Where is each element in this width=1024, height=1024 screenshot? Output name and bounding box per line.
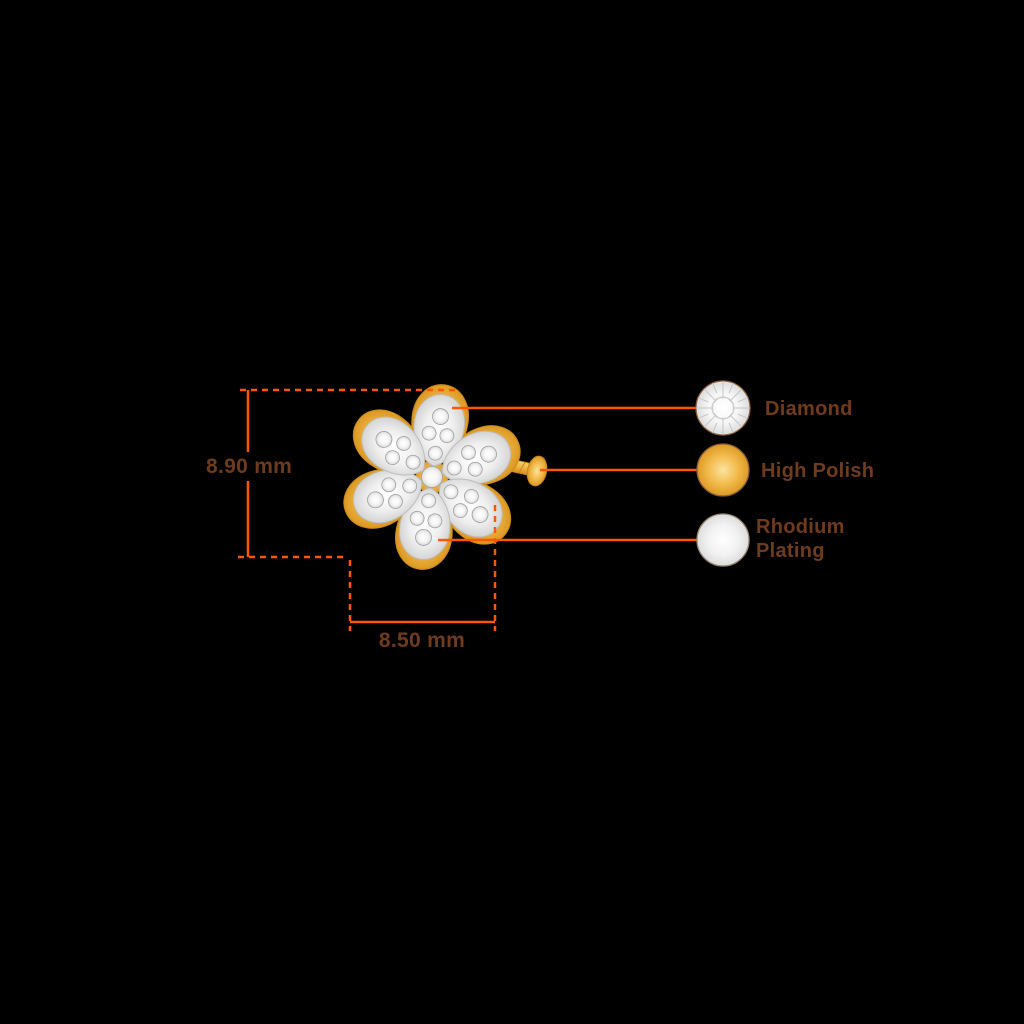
rhodium-plating-swatch-icon [696, 513, 750, 567]
legend-label-high-polish: High Polish [761, 460, 875, 482]
screw-back-disc [526, 455, 548, 487]
diamond-swatch-icon [695, 380, 751, 436]
high-polish-swatch-icon [696, 443, 750, 497]
legend-swatches [695, 380, 751, 567]
pave-diamonds [361, 405, 503, 549]
earring-illustration [334, 380, 548, 574]
legend-leader-lines [438, 406, 697, 542]
flower [334, 380, 530, 574]
legend-label-rhodium-plating: Rhodium Plating [756, 516, 845, 562]
width-dimension [348, 505, 497, 631]
width-dimension-label: 8.50 mm [378, 629, 466, 652]
height-dimension-label: 8.90 mm [201, 452, 298, 482]
legend-label-diamond: Diamond [765, 398, 853, 420]
